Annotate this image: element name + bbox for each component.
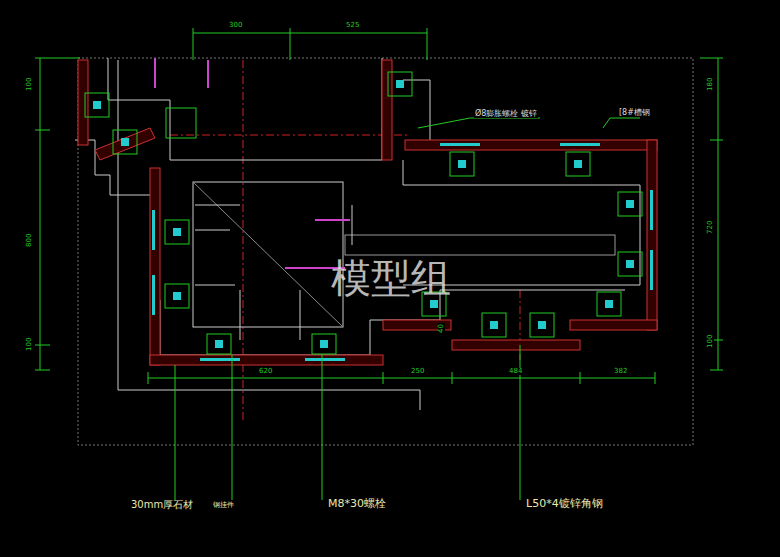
callout-text: 30mm厚石材 [130, 500, 194, 510]
bolt [195, 205, 352, 340]
dimension-text: 300 [228, 22, 243, 29]
dimension-text: 100 [707, 334, 714, 349]
dimension-text: 100 [26, 77, 33, 92]
watermark: 模型组 [330, 258, 452, 298]
structure-outline [75, 58, 640, 410]
callout-text: 钢挂件 [212, 502, 235, 509]
callout-text: [8#槽钢 [618, 109, 651, 117]
dimension-text: 484 [508, 368, 523, 375]
callout-text: M8*30螺栓 [327, 498, 387, 509]
dimension-text: 40 [438, 323, 445, 334]
leader-line [175, 118, 640, 500]
callout-text: L50*4镀锌角钢 [525, 498, 604, 509]
dimension-text: 250 [410, 368, 425, 375]
dimension-text: 180 [707, 77, 714, 92]
dimension-text: 525 [345, 22, 360, 29]
dimension-text: 800 [26, 233, 33, 248]
dimension-text: 720 [707, 220, 714, 235]
anchor-bolt [93, 80, 653, 361]
stone-panel [78, 60, 657, 365]
dimension-text: 382 [613, 368, 628, 375]
dimension-text: 100 [26, 337, 33, 352]
dimension-lines [35, 28, 723, 384]
callout-text: Ø8膨胀螺栓 镀锌 [474, 110, 538, 118]
drawing-frame [78, 58, 693, 445]
bolt [155, 58, 350, 268]
dimension-text: 620 [258, 368, 273, 375]
stone-anchor [85, 72, 642, 354]
